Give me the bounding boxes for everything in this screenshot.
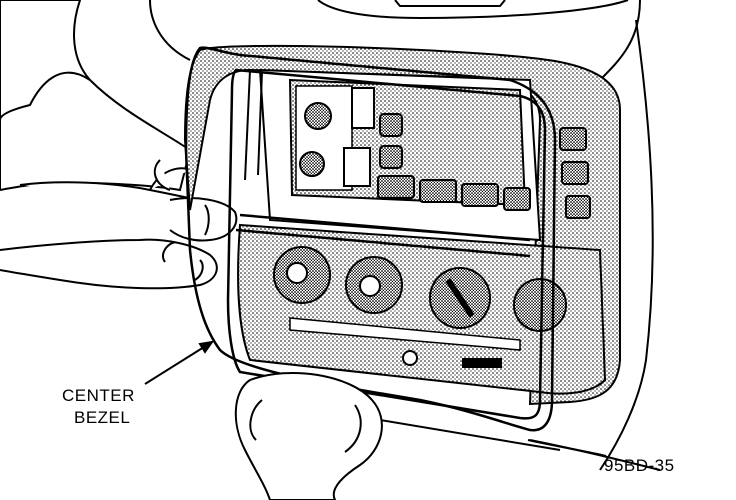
tuning-knob xyxy=(299,151,325,177)
radio-panel xyxy=(258,68,591,242)
figure-id: 95BD-35 xyxy=(604,456,675,475)
callout-center-label: CENTER xyxy=(62,386,135,405)
volume-knob xyxy=(304,102,332,130)
bezel-screw xyxy=(402,350,418,366)
hvac-controls xyxy=(237,223,607,395)
shifter-knob xyxy=(234,371,383,500)
callout-bezel-label: BEZEL xyxy=(74,408,131,427)
leader-lines xyxy=(144,340,607,457)
hand-drawing xyxy=(0,0,238,290)
center-bezel xyxy=(184,46,557,432)
